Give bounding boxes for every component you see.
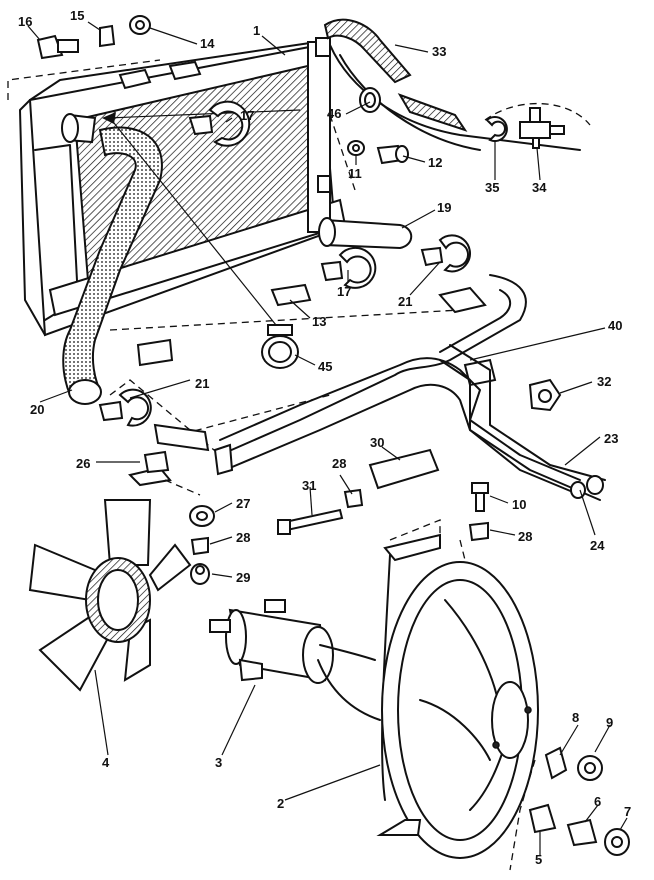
label-32: 32 [597, 374, 611, 389]
label-24: 24 [590, 538, 605, 553]
label-6: 6 [594, 794, 601, 809]
washer-7 [604, 828, 630, 856]
clamp-35 [485, 116, 508, 143]
label-11: 11 [348, 166, 362, 181]
label-46: 46 [327, 106, 341, 121]
hose-clamp-lower [320, 246, 377, 289]
nut-9 [577, 755, 603, 781]
upper-hose-19 [318, 217, 413, 250]
label-14: 14 [200, 36, 215, 51]
label-5: 5 [535, 852, 542, 867]
label-31: 31 [302, 478, 316, 493]
bracket-40 [438, 286, 487, 314]
label-28-right: 28 [518, 529, 532, 544]
dashed-guide-top [7, 59, 161, 100]
label-30: 30 [370, 435, 384, 450]
bolt-16 [36, 34, 79, 60]
sleeve [153, 423, 210, 452]
label-23: 23 [604, 431, 618, 446]
valve-34 [484, 103, 591, 149]
label-40: 40 [608, 318, 622, 333]
label-29: 29 [236, 570, 250, 585]
bushing-5 [528, 803, 557, 834]
leader-arrow [109, 117, 281, 331]
leader-lines [27, 21, 628, 855]
washer-14 [129, 15, 151, 35]
label-27: 27 [236, 496, 250, 511]
label-1: 1 [253, 23, 260, 38]
spacer-8 [544, 746, 568, 780]
bolt-10 [471, 482, 489, 512]
label-21-right: 21 [398, 294, 412, 309]
hose-clamp-upper [188, 100, 251, 147]
label-28-left: 28 [236, 530, 250, 545]
plug-12 [376, 144, 409, 165]
label-17-lower: 17 [337, 284, 351, 299]
washer-11 [347, 140, 365, 156]
label-15: 15 [70, 8, 84, 23]
label-3: 3 [215, 755, 222, 770]
clamp-46 [359, 87, 381, 113]
label-4: 4 [102, 755, 110, 770]
label-2: 2 [277, 796, 284, 811]
clamp-45 [261, 324, 299, 369]
small-parts-27-29 [189, 505, 215, 585]
hose-33 [323, 18, 581, 151]
label-35: 35 [485, 180, 499, 195]
label-28-upper: 28 [332, 456, 346, 471]
label-8: 8 [572, 710, 579, 725]
label-21-left: 21 [195, 376, 209, 391]
bracket-26 [128, 450, 172, 487]
label-12: 12 [428, 155, 442, 170]
motor-3 [209, 599, 381, 721]
label-20: 20 [30, 402, 44, 417]
label-26: 26 [76, 456, 90, 471]
sleeve-30 [368, 448, 440, 490]
part-labels: 16 15 14 1 33 17 46 12 11 35 34 19 17 21… [18, 8, 631, 867]
clamp-21-left [98, 388, 152, 427]
spacer-6 [566, 818, 598, 847]
lower-hose [61, 113, 163, 405]
label-10: 10 [512, 497, 526, 512]
clamp-21-right [420, 234, 471, 273]
bolt-31 [277, 508, 344, 535]
label-13: 13 [312, 314, 326, 329]
pads-13 [136, 283, 312, 367]
pipes-23-24 [213, 274, 606, 501]
clip-15 [99, 24, 116, 48]
label-9: 9 [606, 715, 613, 730]
grommet-32 [528, 378, 562, 412]
label-34: 34 [532, 180, 547, 195]
label-16: 16 [18, 14, 32, 29]
label-19: 19 [437, 200, 451, 215]
clip-28-upper [343, 488, 364, 509]
label-7: 7 [624, 804, 631, 819]
label-45: 45 [318, 359, 332, 374]
shroud-2 [376, 533, 539, 859]
clip-28-right [468, 521, 489, 542]
fan-4 [28, 499, 192, 692]
label-33: 33 [432, 44, 446, 59]
label-17-upper: 17 [240, 108, 254, 123]
